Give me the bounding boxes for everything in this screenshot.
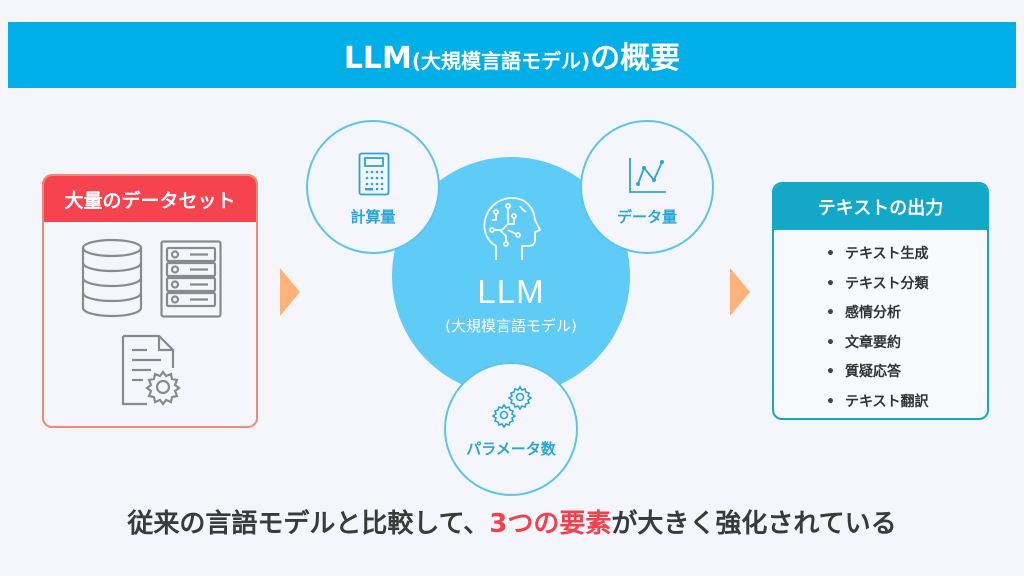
arrow-right-output [730, 268, 750, 316]
caption-highlight: 3つの要素 [489, 509, 612, 539]
server-rack-icon [160, 240, 222, 318]
factor-compute: 計算量 [306, 120, 440, 254]
document-gear-icon [121, 334, 181, 406]
list-item: 質疑応答 [826, 358, 987, 388]
database-icon [81, 238, 143, 318]
output-list: テキスト生成 テキスト分類 感情分析 文章要約 質疑応答 テキスト翻訳 [774, 230, 987, 417]
factor-data-label: データ量 [616, 208, 677, 226]
factor-data: データ量 [580, 120, 714, 254]
caption-after: が大きく強化されている [611, 509, 897, 539]
page-title: LLM(大規模言語モデル)の概要 [344, 33, 680, 77]
title-bar: LLM(大規模言語モデル)の概要 [8, 22, 1016, 88]
line-chart-icon [629, 158, 666, 193]
arrow-right-input [280, 268, 300, 316]
input-dataset-card: 大量のデータセット [42, 174, 258, 428]
llm-sublabel: (大規模言語モデル) [445, 317, 577, 335]
output-card-header: テキストの出力 [774, 184, 987, 230]
factor-params: パラメータ数 [444, 362, 578, 496]
title-paren: (大規模言語モデル) [411, 49, 591, 73]
text-output-card: テキストの出力 テキスト生成 テキスト分類 感情分析 文章要約 質疑応答 テキス… [772, 182, 989, 420]
brain-circuit-icon [483, 197, 542, 260]
factor-params-label: パラメータ数 [466, 440, 556, 458]
list-item: テキスト分類 [826, 270, 987, 300]
list-item: 感情分析 [826, 299, 987, 329]
list-item: テキスト生成 [826, 240, 987, 270]
list-item: 文章要約 [826, 329, 987, 359]
gears-icon [491, 385, 533, 429]
input-card-header: 大量のデータセット [44, 176, 256, 222]
factor-compute-label: 計算量 [350, 208, 396, 226]
summary-caption: 従来の言語モデルと比較して、3つの要素が大きく強化されている [0, 503, 1024, 540]
caption-before: 従来の言語モデルと比較して、 [127, 509, 490, 539]
title-suffix: の概要 [590, 41, 681, 76]
llm-label: LLM [477, 273, 545, 310]
calculator-icon [358, 152, 390, 196]
title-main: LLM [343, 41, 412, 76]
list-item: テキスト翻訳 [826, 388, 987, 418]
